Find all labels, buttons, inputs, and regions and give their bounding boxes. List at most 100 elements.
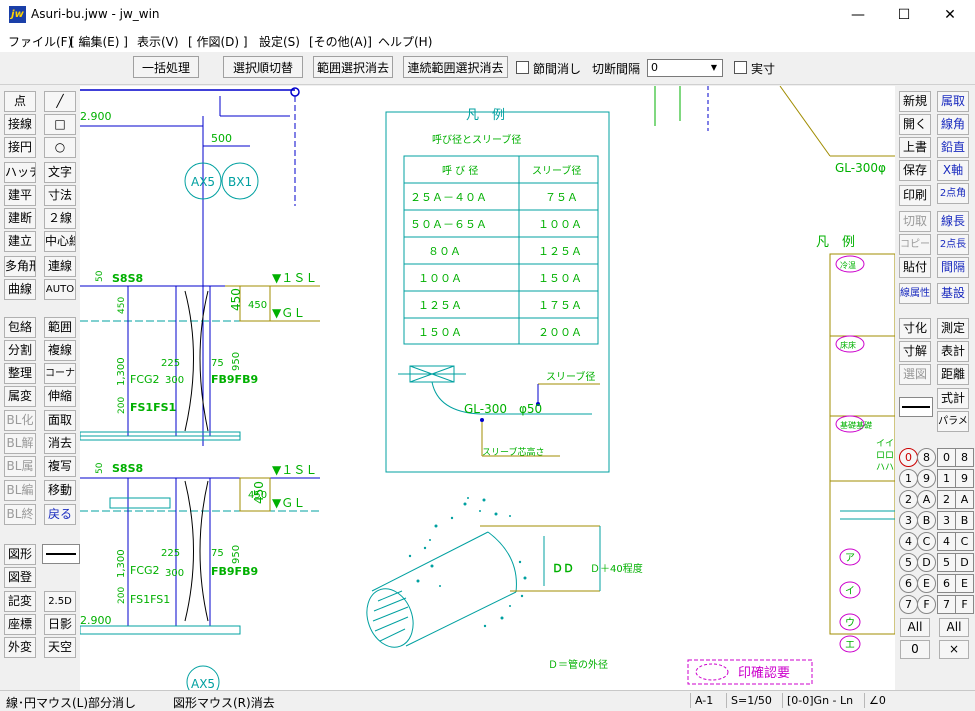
layer-button[interactable]: 0 [899, 448, 918, 467]
layer-button[interactable]: 3 [899, 511, 918, 530]
tool-button-col1[interactable]: BL終 [4, 504, 36, 525]
layer-button[interactable]: 6 [899, 574, 918, 593]
tool-button-col2[interactable]: ２線 [44, 208, 76, 229]
layer-button[interactable]: 7 [899, 595, 918, 614]
tool-button-col2[interactable]: 複写 [44, 456, 76, 477]
tool-button-col1[interactable]: ハッチ [4, 162, 36, 183]
status-scale[interactable]: S=1/50 [726, 693, 783, 708]
tool-button-col1[interactable]: 建立 [4, 231, 36, 252]
status-group[interactable]: [0-0]Gn - Ln [782, 693, 865, 708]
layer-button[interactable]: E [955, 574, 974, 593]
layer-button[interactable]: 2 [899, 490, 918, 509]
layer-button[interactable]: 0 [937, 448, 956, 467]
menu-draw[interactable]: [ 作図(D) ] [188, 35, 248, 49]
layer-button[interactable]: 4 [899, 532, 918, 551]
close-icon[interactable]: × [939, 640, 969, 659]
tool-button-col2[interactable]: 移動 [44, 480, 76, 501]
tool-button-col1[interactable]: 多角形 [4, 256, 36, 277]
layer-button[interactable]: 3 [937, 511, 956, 530]
selection-order-button[interactable]: 選択順切替 [223, 56, 303, 78]
menu-edit[interactable]: [ 編集(E) ] [70, 35, 128, 49]
tool-button-col1[interactable]: 属変 [4, 386, 36, 407]
drawing-canvas[interactable]: 2.900 500 AX5 BX1 S8S8 ▼１ＳＬ ▼ＧＬ 450 450 … [79, 85, 896, 699]
tool-button-col2[interactable]: 中心線 [44, 231, 76, 252]
layer-button[interactable]: D [955, 553, 974, 572]
menu-file[interactable]: ファイル(F) [8, 35, 73, 49]
tool-button-col1[interactable]: 曲線 [4, 279, 36, 300]
tool-button-right-col2[interactable]: パラメ [937, 411, 969, 432]
layer-button[interactable]: 9 [917, 469, 936, 488]
all-groups-button[interactable]: All [939, 618, 969, 637]
tool-button-col1[interactable]: 整理 [4, 363, 36, 384]
tool-button-col2[interactable]: 消去 [44, 433, 76, 454]
tool-button-col2[interactable]: 伸縮 [44, 386, 76, 407]
tool-button-right-col2[interactable]: 測定 [937, 318, 969, 339]
layer-button[interactable]: 5 [899, 553, 918, 572]
menu-other[interactable]: [その他(A)] [309, 35, 372, 49]
tool-button-right-col2[interactable]: 基設 [937, 283, 969, 304]
minimize-button[interactable]: — [851, 7, 865, 23]
tool-button-col1[interactable]: 外変 [4, 637, 36, 658]
tool-button-col1[interactable]: BL化 [4, 410, 36, 431]
layer-button[interactable]: E [917, 574, 936, 593]
tool-button-col2[interactable]: AUTO [44, 279, 76, 300]
tool-button-col1[interactable]: BL属 [4, 456, 36, 477]
tool-button-right-col2[interactable]: 表計 [937, 341, 969, 362]
all-layers-button[interactable]: All [900, 618, 930, 637]
tool-button-col2[interactable]: 複線 [44, 340, 76, 361]
layer-button[interactable]: B [917, 511, 936, 530]
tool-button-col1[interactable]: 包絡 [4, 317, 36, 338]
tool-button-right-col2[interactable]: 線長 [937, 211, 969, 232]
tool-button-col2[interactable]: 天空 [44, 637, 76, 658]
menu-view[interactable]: 表示(V) [137, 35, 179, 49]
tool-button-right-col2[interactable]: 式計 [937, 388, 969, 409]
layer-button[interactable]: 8 [917, 448, 936, 467]
line-attribute-preview[interactable] [899, 397, 933, 417]
tool-button-col1[interactable]: 建平 [4, 185, 36, 206]
layer-button[interactable]: C [917, 532, 936, 551]
menu-help[interactable]: ヘルプ(H) [378, 35, 433, 49]
layer-button[interactable]: B [955, 511, 974, 530]
tool-button-col1[interactable]: BL解 [4, 433, 36, 454]
line-tool-button[interactable]: ╱ [44, 91, 76, 112]
status-layer[interactable]: A-1 [690, 693, 731, 708]
tool-button-col1[interactable]: 図形 [4, 544, 36, 565]
layer-button[interactable]: 9 [955, 469, 974, 488]
tool-button-right-col1[interactable]: コピー [899, 234, 931, 255]
tool-button-col2[interactable]: 範囲 [44, 317, 76, 338]
tool-button-right-col1[interactable]: 寸解 [899, 341, 931, 362]
tool-button-col2[interactable]: 2.5D [44, 591, 76, 612]
tool-button-col1[interactable]: 接線 [4, 114, 36, 135]
layer-button[interactable]: A [917, 490, 936, 509]
layer-button[interactable]: 2 [937, 490, 956, 509]
layer-button[interactable]: C [955, 532, 974, 551]
tool-button-right-col2[interactable]: 属取 [937, 91, 969, 112]
chevron-down-icon[interactable]: ▼ [710, 63, 718, 72]
tool-button-col2[interactable]: 面取 [44, 410, 76, 431]
maximize-button[interactable]: ☐ [897, 7, 911, 23]
tool-button-col1[interactable]: BL編 [4, 480, 36, 501]
tool-button-right-col2[interactable]: X軸 [937, 160, 969, 181]
zero-button[interactable]: 0 [900, 640, 930, 659]
tool-button-right-col1[interactable]: 線属性 [899, 283, 931, 304]
section-erase-checkbox[interactable] [516, 61, 529, 74]
tool-button-col1[interactable]: 記変 [4, 591, 36, 612]
tool-button-col2[interactable]: 戻る [44, 504, 76, 525]
layer-button[interactable]: 5 [937, 553, 956, 572]
layer-button[interactable]: 7 [937, 595, 956, 614]
tool-button-right-col2[interactable]: 2点角 [937, 183, 969, 204]
tool-button-col2[interactable]: コーナー [44, 363, 76, 384]
tool-button-right-col1[interactable]: 保存 [899, 160, 931, 181]
tool-button-right-col2[interactable]: 2点長 [937, 234, 969, 255]
actual-size-checkbox[interactable] [734, 61, 747, 74]
tool-button-col1[interactable]: 図登 [4, 567, 36, 588]
tool-button-col1[interactable]: 点 [4, 91, 36, 112]
rectangle-tool-button[interactable]: □ [44, 114, 76, 135]
continuous-range-clear-button[interactable]: 連続範囲選択消去 [403, 56, 508, 78]
tool-button-right-col1[interactable]: 選図 [899, 364, 931, 385]
tool-button-right-col2[interactable]: 鉛直 [937, 137, 969, 158]
layer-button[interactable]: 1 [937, 469, 956, 488]
menu-settings[interactable]: 設定(S) [259, 35, 300, 49]
close-button[interactable]: ✕ [944, 7, 956, 23]
circle-tool-button[interactable]: ○ [44, 137, 76, 158]
